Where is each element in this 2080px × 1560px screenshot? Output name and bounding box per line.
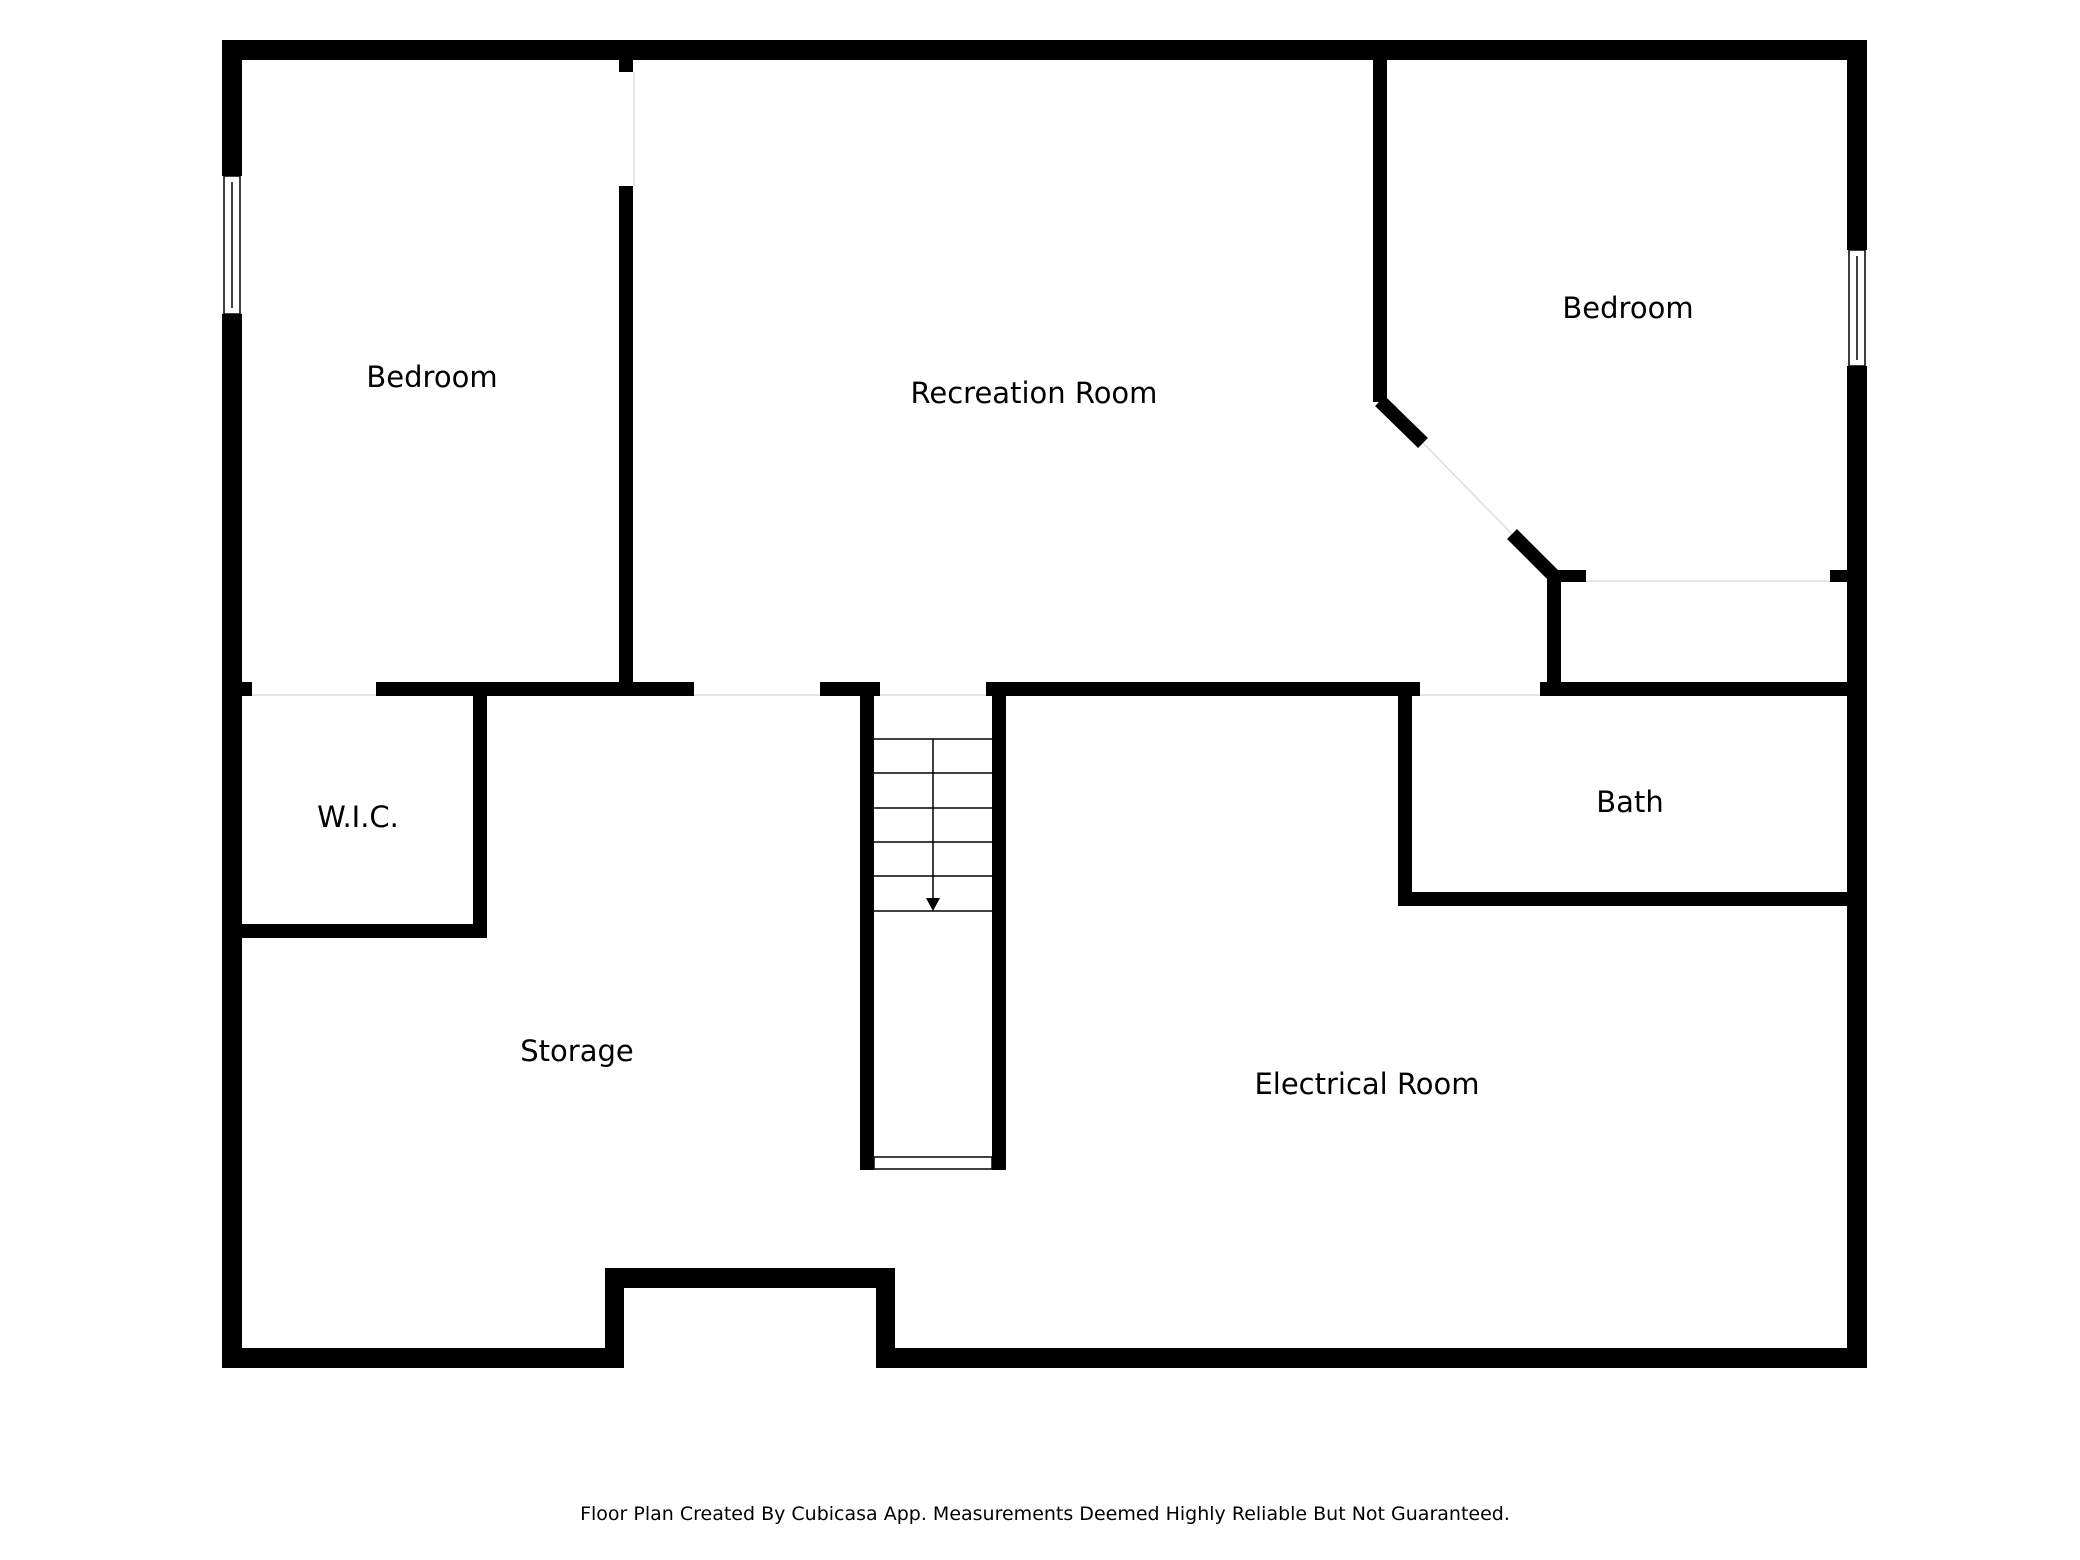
exterior-wall-bottom-right <box>876 1348 1867 1368</box>
stair-landing-threshold <box>873 1156 993 1170</box>
bump-wall-left <box>605 1268 624 1368</box>
bedroom-right-wall-left <box>1373 40 1387 402</box>
exterior-wall-right-upper <box>1847 40 1867 250</box>
wic-wall-bottom <box>222 924 487 938</box>
room-label-electrical-room: Electrical Room <box>1254 1067 1479 1101</box>
room-label-storage: Storage <box>520 1034 633 1068</box>
walls <box>222 40 1867 1368</box>
bath-wall-bottom <box>1398 892 1867 906</box>
mid-wall-seg-5 <box>1540 682 1867 696</box>
closet-wall-left <box>1547 570 1561 696</box>
bedroom-right-diagonal-upper <box>1375 395 1428 449</box>
door-diagonal <box>1422 442 1513 535</box>
exterior-wall-right-lower <box>1847 366 1867 1368</box>
exterior-wall-bottom-left <box>222 1348 624 1368</box>
closet-wall-top-right <box>1830 570 1867 582</box>
door-openings <box>252 72 1830 696</box>
room-label-wic: W.I.C. <box>317 800 399 834</box>
stairs <box>874 738 992 912</box>
bath-wall-left <box>1398 682 1412 906</box>
exterior-wall-left-upper <box>222 40 242 176</box>
room-label-recreation-room: Recreation Room <box>911 376 1158 410</box>
mid-wall-seg-4 <box>986 682 1420 696</box>
mid-wall-seg-2 <box>376 682 694 696</box>
windows <box>223 175 1866 367</box>
room-label-bath: Bath <box>1596 785 1663 819</box>
exterior-wall-top <box>222 40 1867 60</box>
closet-wall-top-left <box>1547 570 1586 582</box>
stair-wall-left <box>860 682 874 1170</box>
wic-wall-right <box>473 682 487 938</box>
wall-bedroom-rec-upper <box>619 60 633 72</box>
mid-wall-seg-1 <box>222 682 252 696</box>
room-labels: Bedroom Recreation Room Bedroom W.I.C. B… <box>317 291 1693 1101</box>
exterior-wall-left-middle <box>222 314 242 694</box>
footer-disclaimer: Floor Plan Created By Cubicasa App. Meas… <box>580 1503 1510 1525</box>
room-label-bedroom-right: Bedroom <box>1562 291 1693 325</box>
wall-bedroom-rec-lower <box>619 186 633 690</box>
bump-wall-right <box>876 1268 895 1368</box>
bump-wall-top <box>605 1268 895 1288</box>
exterior-wall-left-lower <box>222 694 242 1368</box>
stair-wall-right <box>992 682 1006 1170</box>
stair-direction-arrow-icon <box>926 898 940 911</box>
bedroom-right-diagonal-lower <box>1507 529 1559 581</box>
room-label-bedroom-left: Bedroom <box>366 360 497 394</box>
